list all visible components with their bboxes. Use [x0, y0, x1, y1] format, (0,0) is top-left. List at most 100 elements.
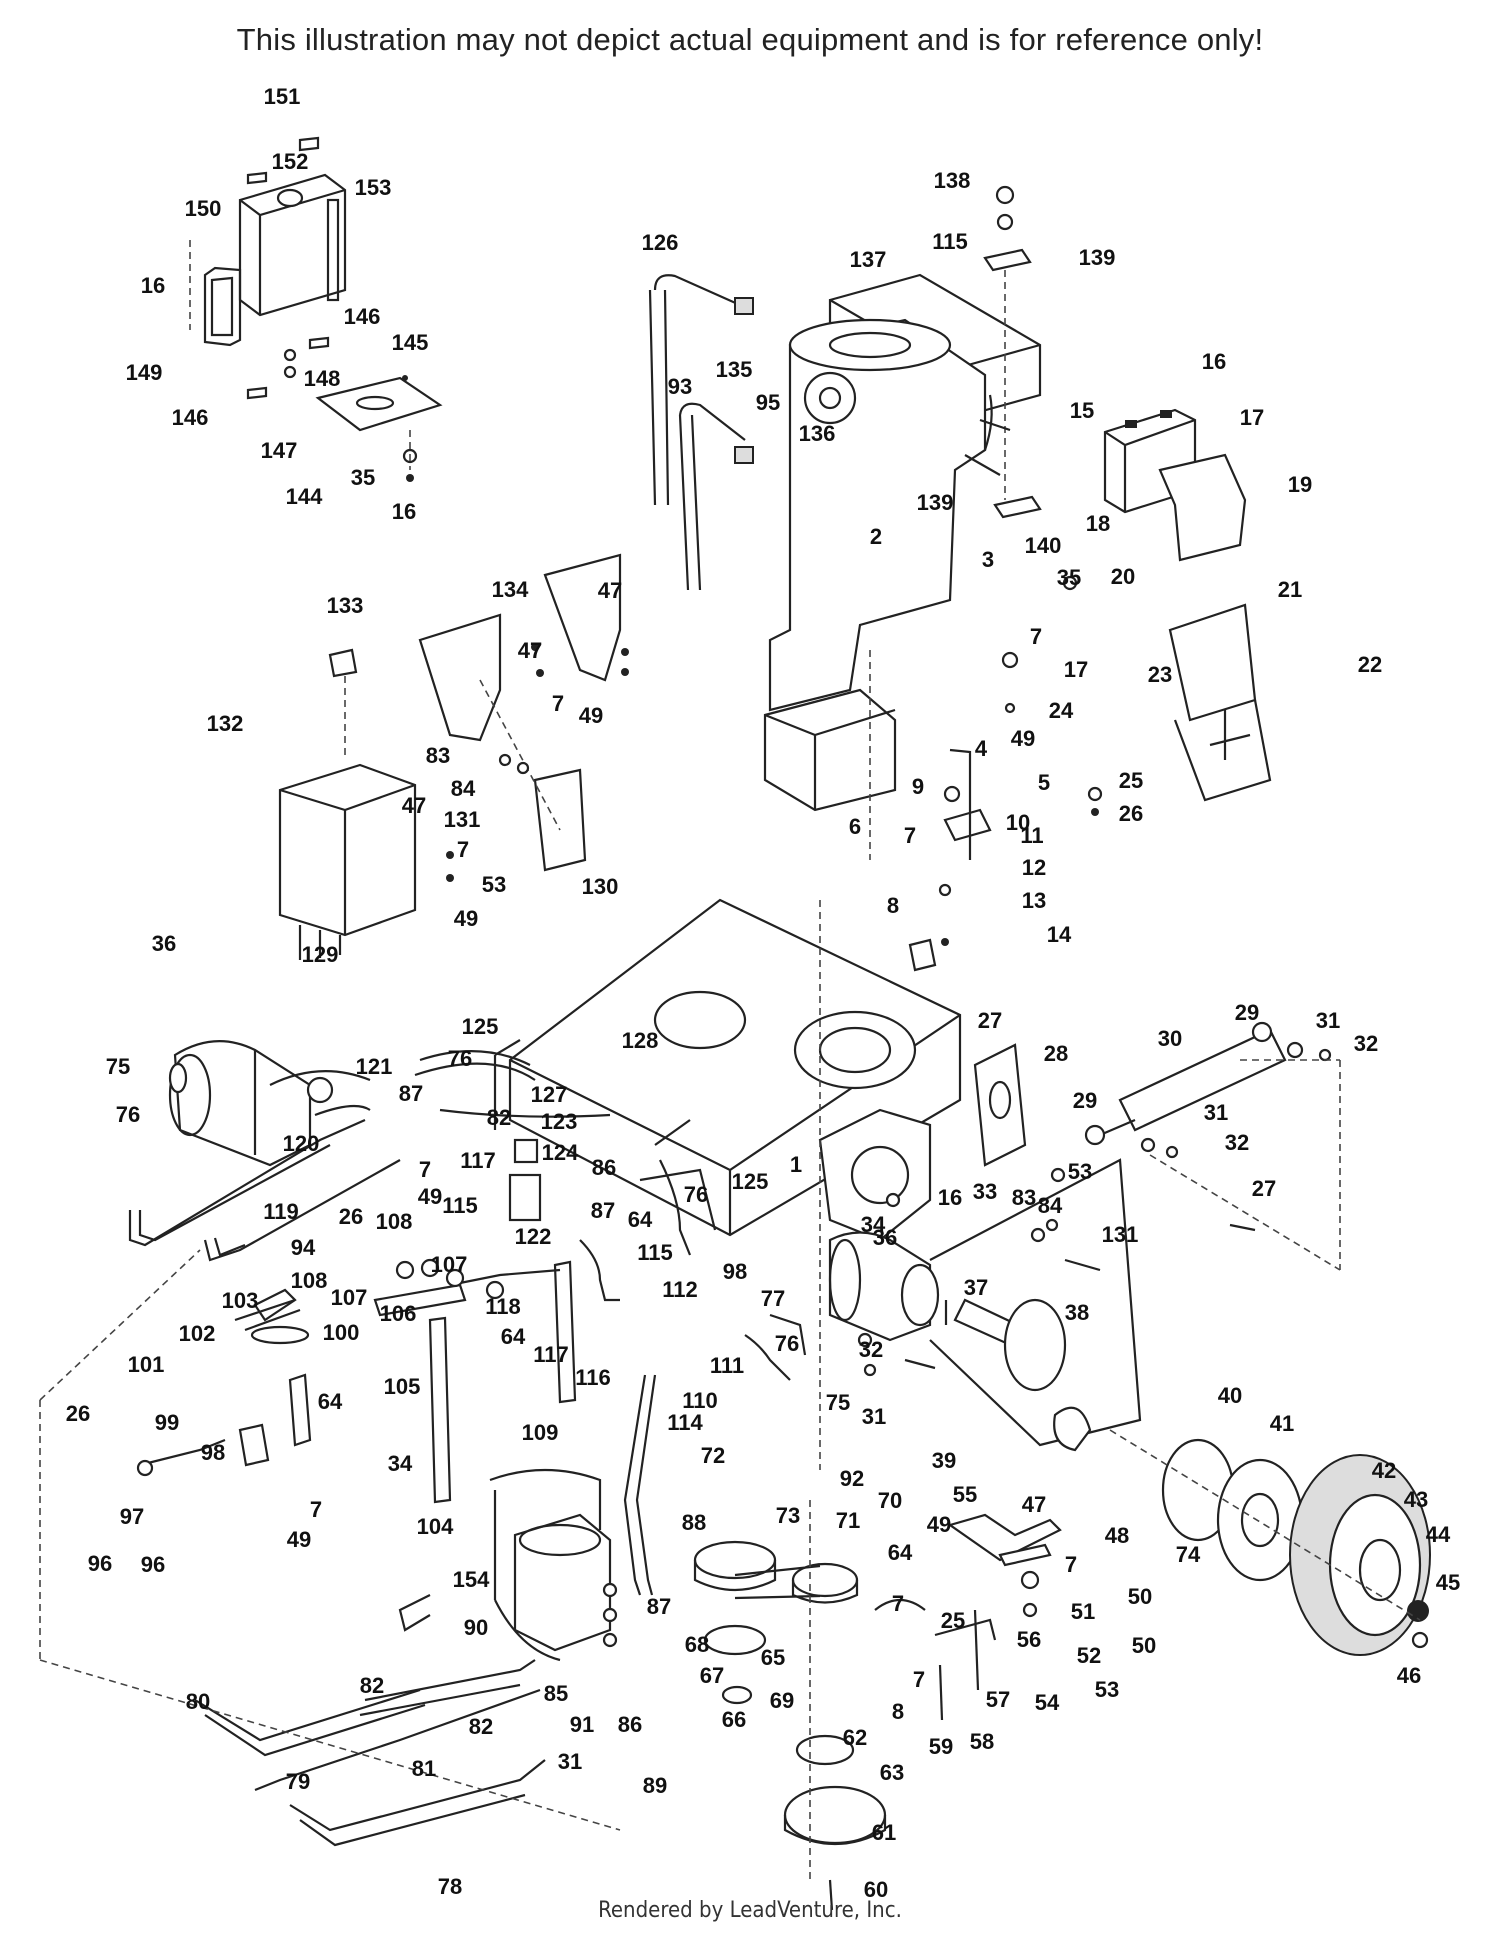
- callout-106: 106: [379, 1301, 417, 1326]
- callout-38: 38: [1064, 1300, 1090, 1325]
- callout-93: 93: [667, 374, 693, 399]
- callout-137: 137: [849, 247, 887, 272]
- callout-31: 31: [1315, 1008, 1341, 1033]
- callout-91: 91: [569, 1712, 595, 1737]
- callout-83: 83: [425, 743, 451, 768]
- callout-54: 54: [1034, 1690, 1060, 1715]
- callout-7d: 7: [903, 823, 917, 848]
- callout-56: 56: [1016, 1627, 1042, 1652]
- callout-89: 89: [642, 1773, 668, 1798]
- callout-64d: 64: [887, 1540, 913, 1565]
- callout-60: 60: [863, 1877, 889, 1902]
- callout-47d: 47: [1021, 1492, 1047, 1517]
- disclaimer-text: This illustration may not depict actual …: [236, 22, 1264, 57]
- callout-132: 132: [206, 711, 244, 736]
- callout-69: 69: [769, 1688, 795, 1713]
- callout-53b: 53: [1067, 1159, 1093, 1184]
- callout-144: 144: [285, 484, 323, 509]
- callout-47: 47: [597, 578, 623, 603]
- callout-128: 128: [621, 1028, 659, 1053]
- callout-16b: 16: [391, 499, 417, 524]
- callout-147: 147: [260, 438, 298, 463]
- callout-45: 45: [1435, 1570, 1461, 1595]
- callout-87: 87: [398, 1081, 424, 1106]
- callout-73: 73: [775, 1503, 801, 1528]
- callout-85: 85: [543, 1681, 569, 1706]
- callout-111: 111: [709, 1353, 745, 1378]
- callout-50: 50: [1127, 1584, 1153, 1609]
- callout-32b: 32: [1224, 1130, 1250, 1155]
- callout-47c: 47: [401, 793, 427, 818]
- callout-116: 116: [575, 1365, 611, 1390]
- callout-53c: 53: [1094, 1677, 1120, 1702]
- callout-115b: 115: [442, 1193, 478, 1218]
- callout-94: 94: [290, 1235, 316, 1260]
- callout-74: 74: [1175, 1542, 1201, 1567]
- callout-102: 102: [178, 1321, 216, 1346]
- callout-7b: 7: [456, 837, 470, 862]
- callout-17: 17: [1239, 405, 1265, 430]
- callout-8b: 8: [891, 1699, 905, 1724]
- callout-7c: 7: [1029, 624, 1043, 649]
- callout-41: 41: [1269, 1411, 1295, 1436]
- callout-24: 24: [1048, 698, 1074, 723]
- callout-115: 115: [932, 229, 968, 254]
- callout-7f: 7: [309, 1497, 323, 1522]
- callout-8: 8: [886, 893, 900, 918]
- engine-assembly: [763, 318, 1011, 860]
- callout-122: 122: [514, 1224, 552, 1249]
- callout-76d: 76: [774, 1331, 800, 1356]
- callout-20: 20: [1110, 564, 1136, 589]
- callout-31d: 31: [557, 1749, 583, 1774]
- callout-26c: 26: [65, 1401, 91, 1426]
- callout-43: 43: [1403, 1487, 1429, 1512]
- callout-118: 118: [485, 1294, 521, 1319]
- callout-134: 134: [491, 577, 529, 602]
- callout-83b: 83: [1011, 1185, 1037, 1210]
- callout-1: 1: [789, 1152, 803, 1177]
- callout-108b: 108: [290, 1268, 328, 1293]
- callout-14: 14: [1046, 922, 1072, 947]
- callout-96b: 96: [140, 1552, 166, 1577]
- callout-100: 100: [322, 1320, 360, 1345]
- callout-16d: 16: [937, 1185, 963, 1210]
- callout-33: 33: [972, 1179, 998, 1204]
- idler-linkage: [874, 1513, 1062, 1721]
- callout-17b: 17: [1063, 657, 1089, 682]
- callout-65: 65: [760, 1645, 786, 1670]
- callout-10: 10: [1005, 810, 1031, 835]
- callout-95: 95: [755, 390, 781, 415]
- callout-7e: 7: [418, 1157, 432, 1182]
- callout-90: 90: [463, 1615, 489, 1640]
- callout-125: 125: [461, 1014, 499, 1039]
- callout-115c: 115: [637, 1240, 673, 1265]
- callout-107b: 107: [330, 1285, 368, 1310]
- callout-108: 108: [375, 1209, 413, 1234]
- callout-75b: 75: [825, 1390, 851, 1415]
- callout-88: 88: [681, 1510, 707, 1535]
- callout-49: 49: [578, 703, 604, 728]
- hydraulic-lines: [128, 1050, 807, 1847]
- callout-52: 52: [1076, 1643, 1102, 1668]
- callout-49f: 49: [926, 1512, 952, 1537]
- callout-2: 2: [869, 524, 883, 549]
- callout-37: 37: [963, 1275, 989, 1300]
- callout-146: 146: [343, 304, 381, 329]
- callout-129: 129: [301, 942, 339, 967]
- callout-64: 64: [627, 1207, 653, 1232]
- callout-4: 4: [974, 736, 988, 761]
- callout-139: 139: [1078, 245, 1116, 270]
- callout-46: 46: [1396, 1663, 1422, 1688]
- footer-credit: Rendered by LeadVenture, Inc.: [598, 1898, 902, 1923]
- callout-78: 78: [437, 1874, 463, 1899]
- callout-63: 63: [879, 1760, 905, 1785]
- callout-53: 53: [481, 872, 507, 897]
- callout-87c: 87: [646, 1594, 672, 1619]
- callout-67: 67: [699, 1663, 725, 1688]
- callout-16c: 16: [1201, 349, 1227, 374]
- callout-49b: 49: [453, 906, 479, 931]
- callout-5: 5: [1037, 770, 1051, 795]
- hardware-fasteners: [446, 575, 1256, 1470]
- callout-86: 86: [591, 1155, 617, 1180]
- callout-25b: 25: [940, 1608, 966, 1633]
